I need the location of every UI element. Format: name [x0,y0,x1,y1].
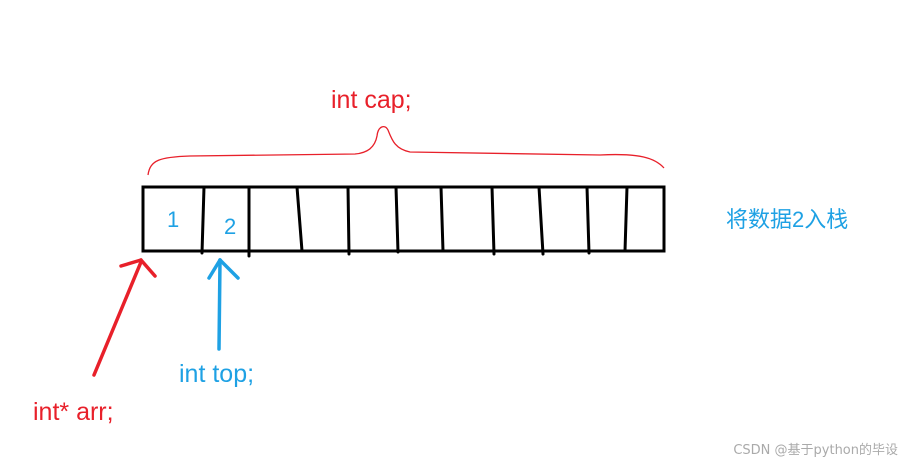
top-label: int top; [179,360,255,388]
array-frame [141,185,666,253]
watermark: CSDN @基于python的毕设 [733,443,898,458]
cell-value-1: 2 [224,214,237,239]
arr-pointer-arrow [92,258,157,377]
arr-label: int* arr; [33,398,114,426]
cap-label: int cap; [331,86,412,114]
action-label: 将数据2入栈 [726,207,849,232]
capacity-brace [147,125,665,176]
cell-dividers [200,185,629,258]
top-pointer-arrow [207,258,240,351]
cell-value-0: 1 [167,207,180,232]
